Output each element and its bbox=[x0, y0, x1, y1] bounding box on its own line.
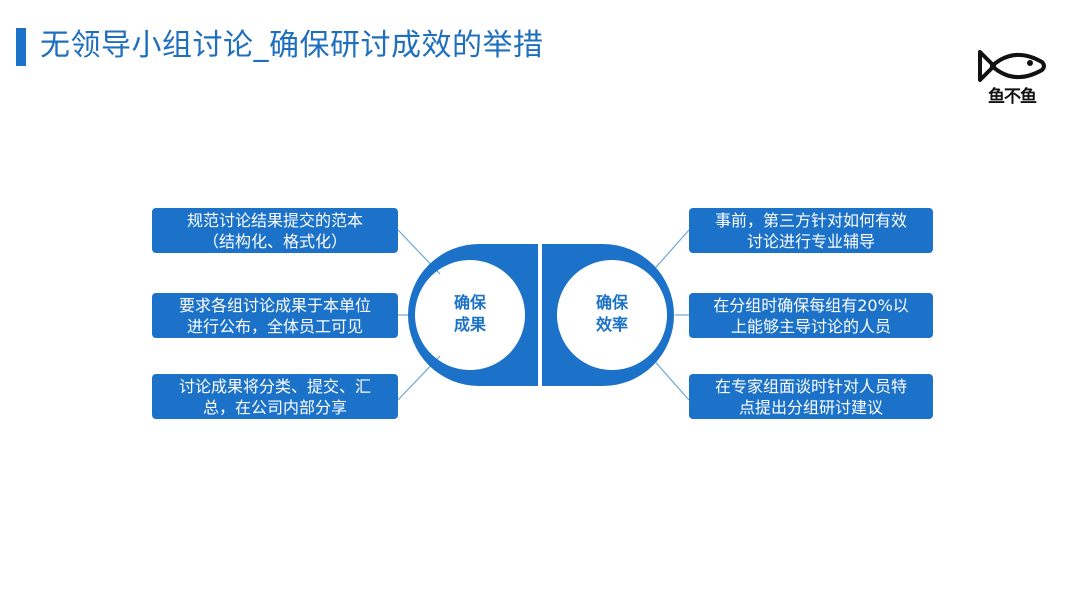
right-item-box-3: 在专家组面谈时针对人员特 点提出分组研讨建议 bbox=[689, 374, 933, 419]
fish-icon bbox=[978, 50, 1046, 82]
right-item-box-2: 在分组时确保每组有20%以 上能够主导讨论的人员 bbox=[689, 293, 933, 338]
title-accent-bar bbox=[16, 28, 26, 66]
right-item-box-1: 事前，第三方针对如何有效 讨论进行专业辅导 bbox=[689, 208, 933, 253]
left-capsule-shape bbox=[408, 244, 538, 386]
left-item-box-3: 讨论成果将分类、提交、汇 总，在公司内部分享 bbox=[152, 374, 398, 419]
right-item-1-line1: 事前，第三方针对如何有效 bbox=[714, 210, 907, 230]
logo: 鱼不鱼 bbox=[972, 46, 1052, 110]
left-circle-label-line2: 成果 bbox=[453, 315, 486, 334]
connector-right-bottom bbox=[649, 355, 690, 401]
right-item-1-line2: 讨论进行专业辅导 bbox=[746, 231, 875, 251]
left-item-3-line1: 讨论成果将分类、提交、汇 bbox=[178, 376, 371, 396]
left-circle-label-line1: 确保 bbox=[453, 293, 486, 312]
right-capsule-shape bbox=[542, 244, 674, 386]
right-circle-label: 确保 效率 bbox=[582, 292, 642, 336]
left-circle-label: 确保 成果 bbox=[440, 292, 500, 336]
right-circle-label-line2: 效率 bbox=[595, 315, 628, 334]
left-item-3-line2: 总，在公司内部分享 bbox=[202, 397, 347, 417]
logo-text: 鱼不鱼 bbox=[988, 87, 1037, 107]
left-item-box-1: 规范讨论结果提交的范本 （结构化、格式化） bbox=[152, 208, 398, 253]
left-item-2-line2: 进行公布，全体员工可见 bbox=[186, 316, 363, 336]
right-item-2-line2: 上能够主导讨论的人员 bbox=[730, 316, 891, 336]
connector-right-top bbox=[649, 229, 690, 275]
right-item-2-line1: 在分组时确保每组有20%以 bbox=[713, 295, 909, 315]
right-item-3-line1: 在专家组面谈时针对人员特 bbox=[714, 376, 907, 396]
left-item-1-line2: （结构化、格式化） bbox=[202, 231, 347, 251]
left-item-box-2: 要求各组讨论成果于本单位 进行公布，全体员工可见 bbox=[152, 293, 398, 338]
page-title: 无领导小组讨论_确保研讨成效的举措 bbox=[40, 28, 544, 63]
right-circle-label-line1: 确保 bbox=[595, 293, 628, 312]
right-item-3-line2: 点提出分组研讨建议 bbox=[738, 397, 883, 417]
left-item-1-line1: 规范讨论结果提交的范本 bbox=[186, 210, 363, 230]
left-item-2-line1: 要求各组讨论成果于本单位 bbox=[178, 295, 371, 315]
